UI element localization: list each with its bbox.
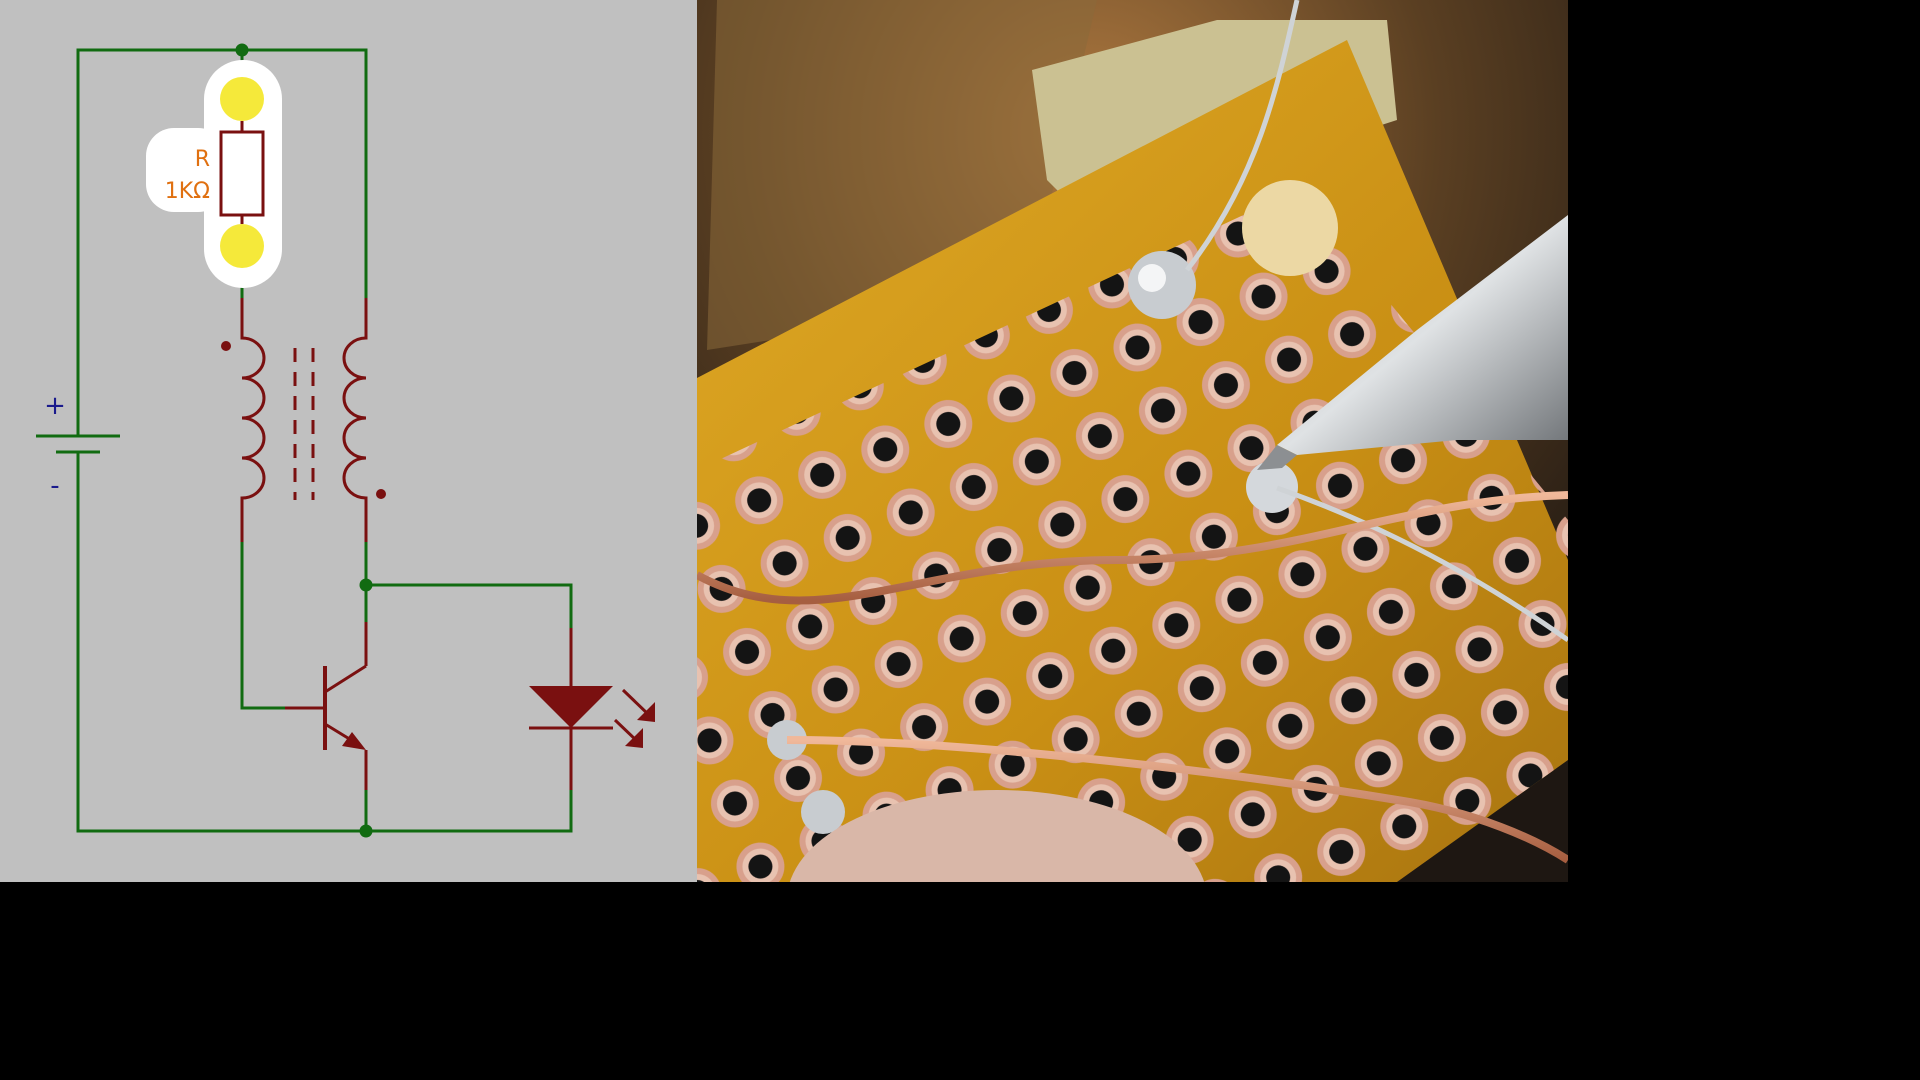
emitter-arrow: [342, 732, 366, 750]
transformer-symbol: [221, 298, 386, 542]
mounting-hole: [1242, 180, 1338, 276]
led-triangle: [529, 686, 613, 728]
resistor-name-label: R: [195, 147, 210, 172]
copper-wire-lower: [786, 736, 1568, 864]
schematic-panel: + - R 1KΩ: [0, 0, 697, 882]
wire-to-led: [364, 583, 573, 630]
perfboard: [697, 40, 1568, 882]
wire-bottom-loop: [76, 498, 573, 833]
wire-top-loop: [76, 48, 368, 384]
silver-wire-top: [1185, 0, 1300, 272]
battery-symbol: [36, 380, 120, 502]
perfboard-holes: [697, 190, 1568, 882]
solder-joint-right: [1246, 461, 1298, 513]
junction-top: [235, 43, 249, 57]
led-symbol: [529, 628, 655, 790]
battery-plus-label: +: [44, 391, 66, 421]
wire-coil-to-base: [240, 540, 287, 710]
circuit-schematic: + - R 1KΩ: [36, 43, 655, 838]
resistor-value-label: 1KΩ: [165, 179, 210, 204]
perfboard-photo: [697, 0, 1568, 882]
resistor-pad-top: [220, 77, 264, 121]
junction-bottom: [359, 824, 373, 838]
fingertip: [789, 790, 1205, 882]
silver-wire-right: [1276, 485, 1568, 643]
soldering-iron: [1257, 215, 1568, 470]
resistor-pad-bottom: [220, 224, 264, 268]
junction-collector: [359, 578, 373, 592]
primary-polarity-dot: [221, 341, 231, 351]
transistor-symbol: [285, 622, 368, 790]
perfboard-photo-art: [697, 0, 1568, 882]
resistor-highlight: [146, 60, 282, 288]
battery-minus-label: -: [50, 471, 59, 501]
primary-coil: [240, 298, 266, 542]
secondary-coil: [342, 298, 368, 542]
solder-joint-bottom: [801, 790, 845, 834]
copper-wire-upper: [697, 491, 1568, 605]
secondary-polarity-dot: [376, 489, 386, 499]
